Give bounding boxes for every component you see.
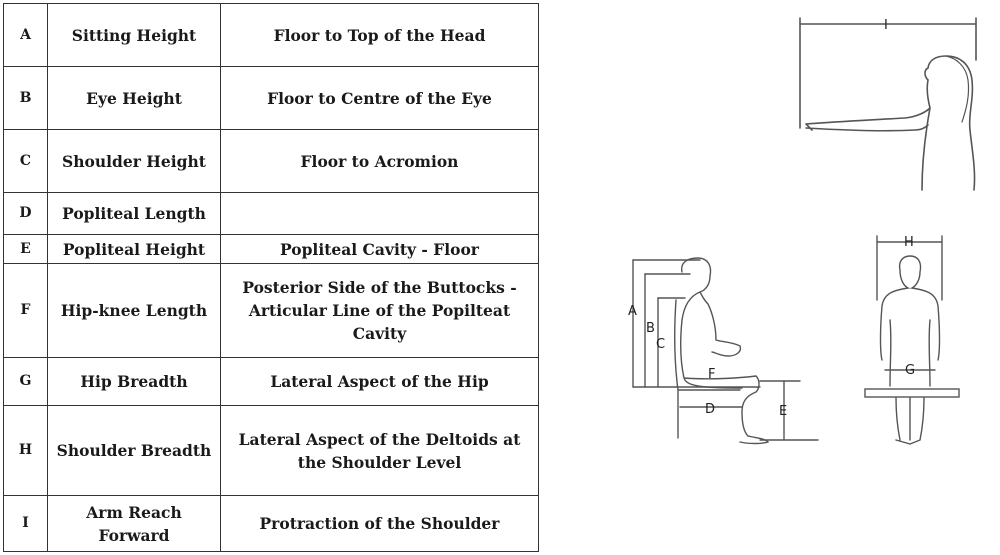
row-description xyxy=(220,192,539,235)
anthropometric-table: A Sitting Height Floor to Top of the Hea… xyxy=(3,3,539,552)
label-g: G xyxy=(905,363,915,378)
label-f: F xyxy=(708,367,715,382)
label-a: A xyxy=(628,304,637,319)
row-measure: Popliteal Height xyxy=(47,234,221,264)
table-row: F Hip-knee Length Posterior Side of the … xyxy=(3,263,539,358)
side-seated-figure xyxy=(632,257,819,445)
table-row: I Arm Reach Forward Protraction of the S… xyxy=(3,495,539,552)
row-description: Protraction of the Shoulder xyxy=(220,495,539,552)
row-letter: C xyxy=(3,129,48,193)
label-i: I xyxy=(884,18,888,33)
row-measure: Eye Height xyxy=(47,66,221,130)
row-description: Floor to Centre of the Eye xyxy=(220,66,539,130)
label-c: C xyxy=(656,337,665,352)
front-seated-figure xyxy=(864,235,960,445)
row-measure: Arm Reach Forward xyxy=(47,495,221,552)
row-description: Lateral Aspect of the Hip xyxy=(220,357,539,406)
row-description: Posterior Side of the Buttocks - Articul… xyxy=(220,263,539,358)
table-row: E Popliteal Height Popliteal Cavity - Fl… xyxy=(3,234,539,264)
row-measure: Shoulder Breadth xyxy=(47,405,221,496)
seated-person-front xyxy=(879,255,941,445)
row-letter: E xyxy=(3,234,48,264)
table-row: A Sitting Height Floor to Top of the Hea… xyxy=(3,3,539,67)
table-row: B Eye Height Floor to Centre of the Eye xyxy=(3,66,539,130)
seat-front xyxy=(864,388,960,398)
table-row: G Hip Breadth Lateral Aspect of the Hip xyxy=(3,357,539,406)
row-letter: A xyxy=(3,3,48,67)
label-d: D xyxy=(705,402,715,417)
row-description: Popliteal Cavity - Floor xyxy=(220,234,539,264)
label-b: B xyxy=(646,321,655,336)
seated-person-side xyxy=(679,257,770,445)
arm-reach-figure xyxy=(799,17,977,191)
table-body: A Sitting Height Floor to Top of the Hea… xyxy=(3,3,539,552)
row-letter: G xyxy=(3,357,48,406)
label-e: E xyxy=(779,404,787,419)
table-row: D Popliteal Length xyxy=(3,192,539,235)
chair-side xyxy=(673,299,741,439)
row-measure: Popliteal Length xyxy=(47,192,221,235)
row-letter: I xyxy=(3,495,48,552)
arm-reach-person xyxy=(805,55,976,191)
row-description: Floor to Top of the Head xyxy=(220,3,539,67)
row-measure: Hip-knee Length xyxy=(47,263,221,358)
label-h: H xyxy=(904,235,914,250)
